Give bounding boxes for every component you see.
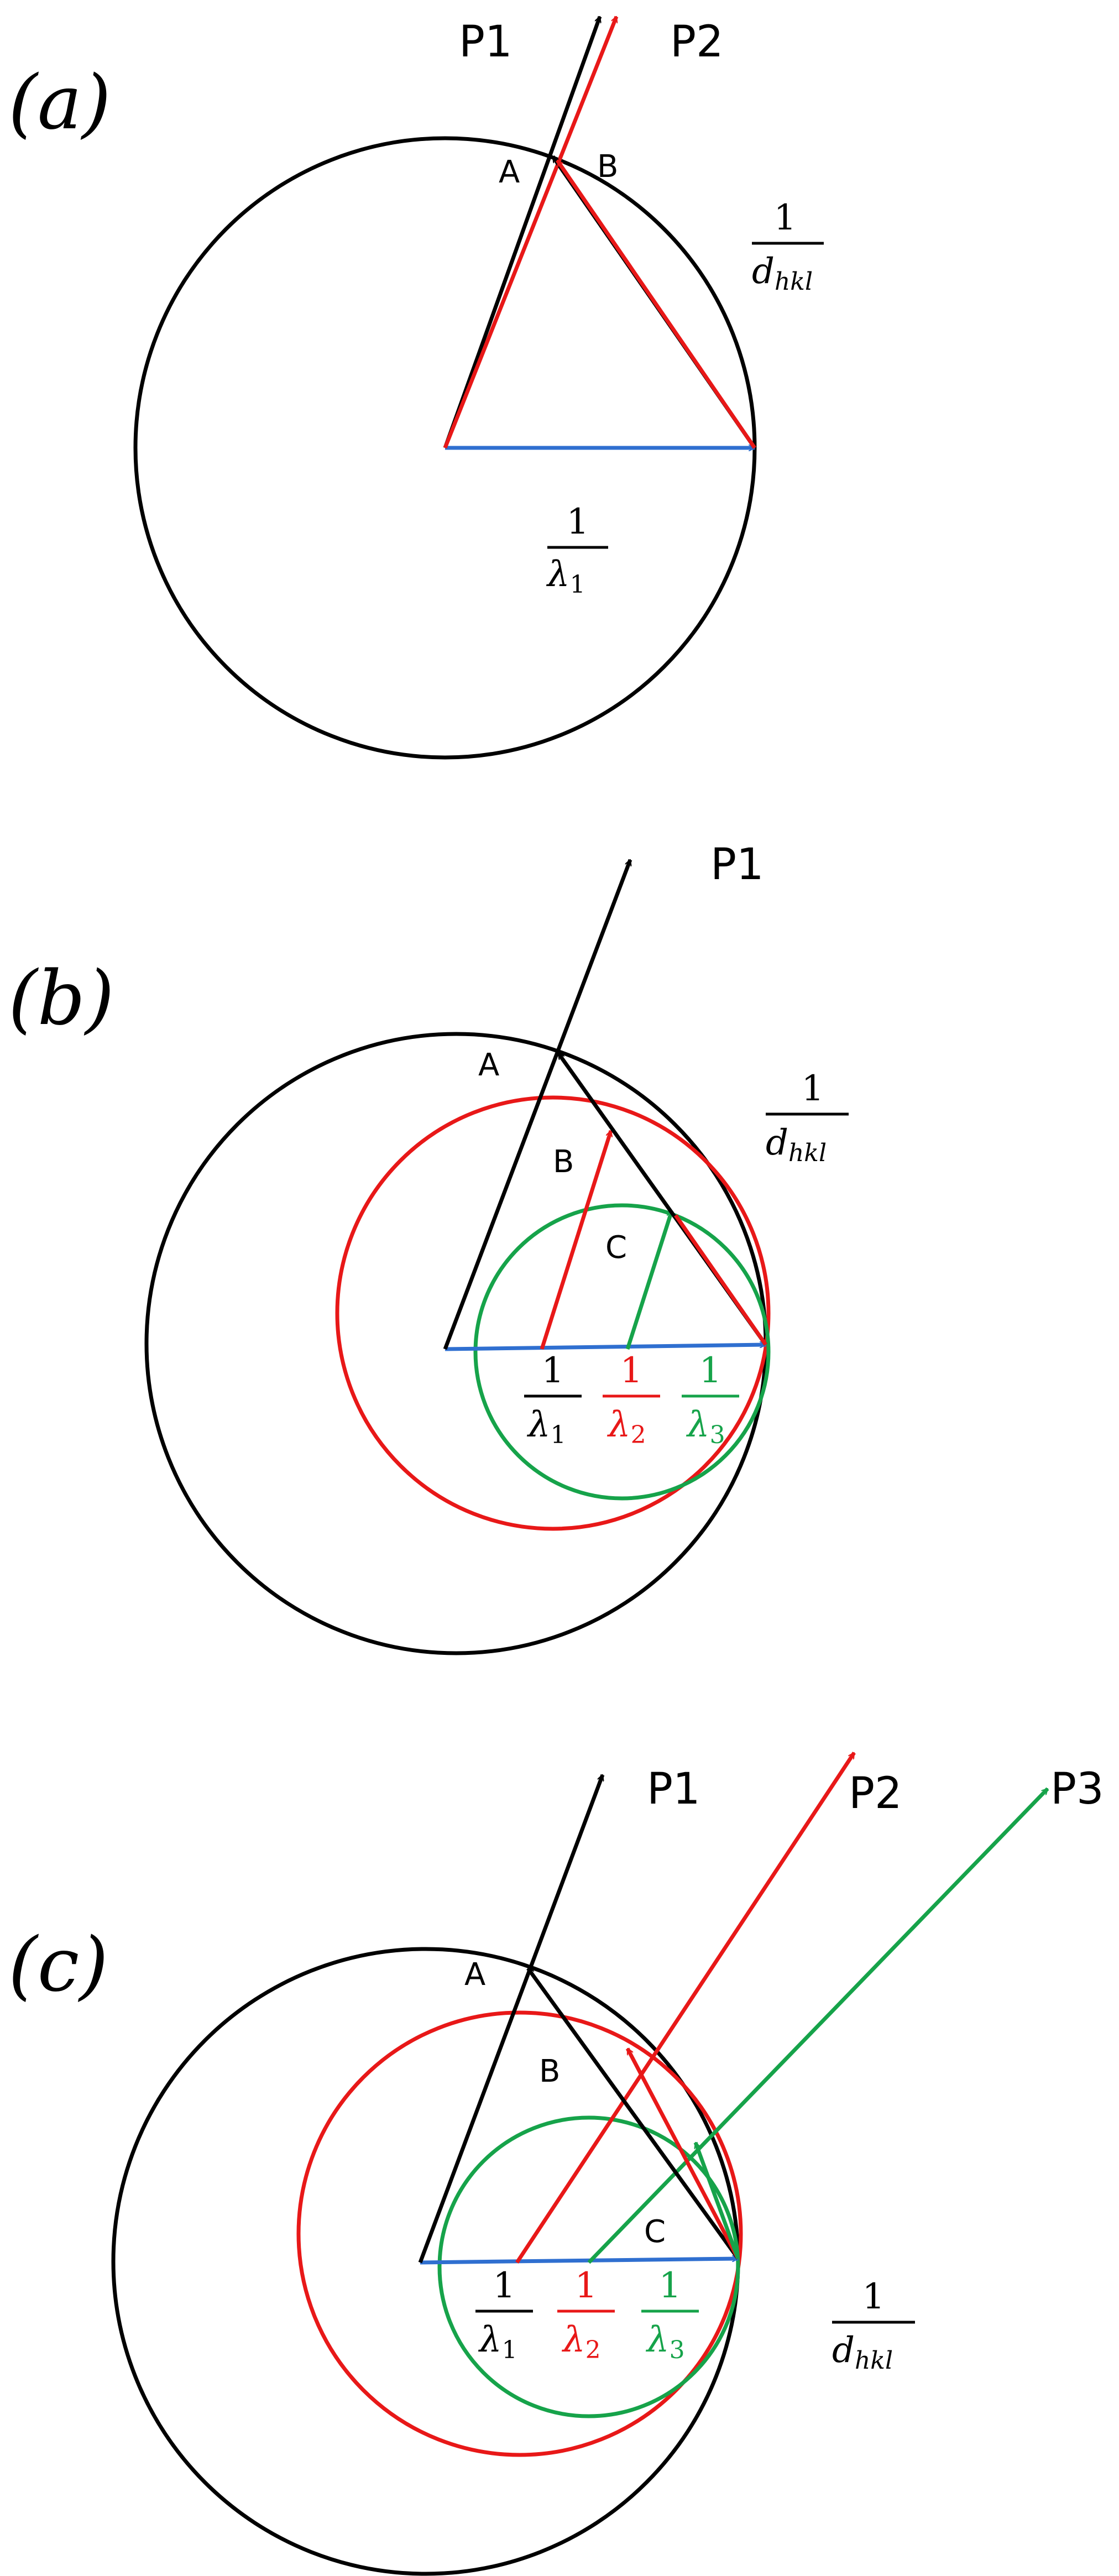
- svg-text:1: 1: [659, 2265, 682, 2306]
- panel-b-dhkl-vector-c: [674, 1214, 767, 1346]
- svg-text:1: 1: [567, 501, 589, 542]
- panel-c-lambda3-label: 1 λ3: [641, 2265, 699, 2364]
- panel-c-beam-p3: [587, 1787, 1049, 2264]
- panel-b-lambda3-label: 1 λ3: [682, 1350, 739, 1449]
- panel-c-incident-vector: [420, 2259, 738, 2265]
- panel-a: (a) P1 P2 A B 1 dhkl 1 λ1: [8, 17, 824, 760]
- panel-b-circle-lambda2: [335, 1095, 771, 1531]
- panel-b-lambda1-label: 1 λ1: [524, 1350, 582, 1449]
- panel-b-circle-lambda3: [473, 1203, 771, 1501]
- svg-text:λ1: λ1: [478, 2319, 517, 2364]
- panel-c-label-a: A: [464, 1957, 485, 1993]
- panel-b-beam-p1: [443, 860, 632, 1350]
- svg-text:dhkl: dhkl: [752, 251, 813, 296]
- panel-a-label-b: B: [597, 149, 618, 185]
- svg-text:1: 1: [802, 1068, 824, 1109]
- panel-b-label-c: C: [605, 1230, 627, 1266]
- svg-text:1: 1: [493, 2265, 516, 2306]
- panel-a-lambda1-label: 1 λ1: [546, 501, 608, 599]
- panel-a-label: (a): [8, 59, 111, 146]
- panel-c-dhkl-vector-b: [625, 2049, 740, 2260]
- panel-b-label-b: B: [553, 1144, 574, 1180]
- svg-text:1: 1: [575, 2265, 598, 2306]
- panel-c-circle-lambda3: [437, 2115, 740, 2418]
- panel-c-dhkl-label: 1 dhkl: [832, 2276, 915, 2375]
- panel-c-circle-lambda2: [296, 2010, 743, 2457]
- panel-c-lambda2-label: 1 λ2: [557, 2265, 615, 2364]
- panel-b-label: (b): [8, 955, 114, 1042]
- panel-b-beam-lambda2: [540, 1131, 611, 1350]
- panel-c: (c) P1 P2 P3 A B C 1 dhkl 1 λ1: [8, 1752, 1104, 2576]
- panel-c-label-p1: P1: [647, 1764, 700, 1814]
- svg-text:dhkl: dhkl: [766, 1122, 827, 1167]
- panel-c-beam-p1: [418, 1775, 605, 2264]
- panel-b-circle-lambda1: [144, 1032, 768, 1655]
- svg-text:λ1: λ1: [546, 554, 585, 599]
- svg-text:1: 1: [542, 1350, 564, 1391]
- svg-text:dhkl: dhkl: [832, 2330, 893, 2375]
- svg-text:λ2: λ2: [606, 1404, 646, 1449]
- svg-text:λ1: λ1: [526, 1404, 566, 1449]
- panel-a-beam-p2: [443, 17, 619, 449]
- panel-c-label-b: B: [539, 2054, 560, 2089]
- panel-b: (b) P1 A B C 1 dhkl 1 λ1: [8, 840, 849, 1655]
- svg-text:1: 1: [774, 197, 797, 238]
- svg-text:1: 1: [699, 1350, 722, 1391]
- panel-c-beam-p2: [515, 1752, 856, 2264]
- panel-a-dhkl-vector-b: [556, 159, 756, 449]
- panel-c-dhkl-vector-a: [526, 1967, 740, 2260]
- panel-b-lambda2-label: 1 λ2: [603, 1350, 660, 1449]
- panel-c-label-p2: P2: [849, 1769, 902, 1819]
- panel-c-lambda1-label: 1 λ1: [475, 2265, 533, 2364]
- panel-b-incident-vector: [445, 1345, 766, 1351]
- panel-c-dhkl-vector-c: [693, 2143, 740, 2260]
- panel-b-dhkl-label: 1 dhkl: [766, 1068, 849, 1167]
- panel-b-label-a: A: [478, 1047, 499, 1083]
- panel-a-label-p2: P2: [670, 17, 724, 67]
- svg-text:λ3: λ3: [686, 1404, 725, 1449]
- panel-a-dhkl-label: 1 dhkl: [752, 197, 824, 296]
- svg-text:λ3: λ3: [645, 2319, 685, 2364]
- panel-b-label-p1: P1: [710, 840, 764, 890]
- panel-c-label-p3: P3: [1050, 1764, 1104, 1814]
- svg-text:1: 1: [862, 2276, 885, 2317]
- panel-b-beam-lambda3: [625, 1211, 672, 1350]
- panel-a-label-p1: P1: [459, 17, 513, 67]
- svg-text:λ2: λ2: [561, 2319, 601, 2364]
- svg-text:1: 1: [620, 1350, 643, 1391]
- panel-c-label-c: C: [644, 2214, 666, 2250]
- panel-a-label-a: A: [499, 154, 520, 190]
- panel-c-label: (c): [8, 1921, 108, 2008]
- panel-a-beam-p1: [443, 17, 602, 449]
